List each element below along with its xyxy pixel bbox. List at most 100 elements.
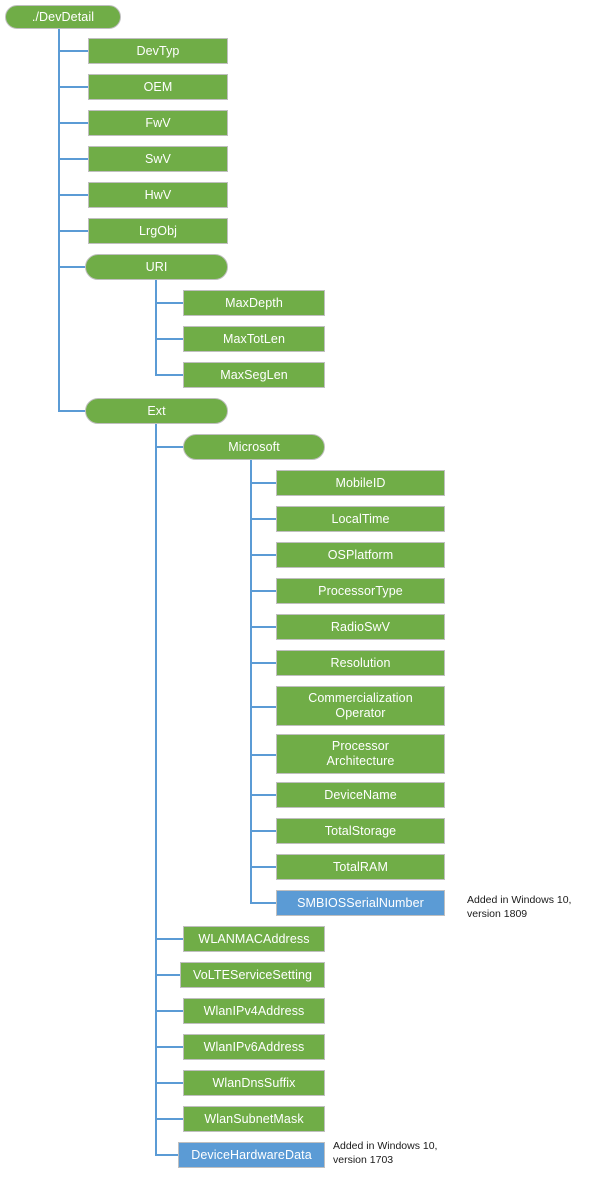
connector-line [250, 482, 277, 484]
connector-line [58, 50, 88, 52]
node-label: Microsoft [228, 439, 280, 454]
connector-line [250, 460, 252, 903]
node-label: RadioSwV [330, 619, 391, 634]
connector-line [58, 86, 88, 88]
node-label: WLANMACAddress [198, 931, 310, 946]
tree-node-maxseglen[interactable]: MaxSegLen [183, 362, 325, 388]
connector-line [155, 1046, 184, 1048]
tree-node-radioswv[interactable]: RadioSwV [276, 614, 445, 640]
connector-line [155, 938, 184, 940]
node-label: DeviceName [324, 787, 397, 802]
tree-node-wlanmacaddress[interactable]: WLANMACAddress [183, 926, 325, 952]
node-label: HwV [144, 187, 172, 202]
node-label: DeviceHardwareData [191, 1147, 312, 1162]
tree-node-osplatform[interactable]: OSPlatform [276, 542, 445, 568]
connector-line [58, 122, 88, 124]
connector-line [250, 518, 277, 520]
tree-node-wlanipv6address[interactable]: WlanIPv6Address [183, 1034, 325, 1060]
tree-node-mobileid[interactable]: MobileID [276, 470, 445, 496]
connector-line [155, 1082, 184, 1084]
node-label: WlanIPv4Address [203, 1003, 305, 1018]
connector-line [155, 374, 184, 376]
connector-line [250, 590, 277, 592]
node-label: Processor Architecture [326, 739, 395, 768]
tree-node-smbiosserialnumber[interactable]: SMBIOSSerialNumber [276, 890, 445, 916]
node-label: URI [145, 259, 168, 274]
annotation-devicehardwaredata: Added in Windows 10, version 1703 [333, 1140, 438, 1167]
node-label: OSPlatform [327, 547, 394, 562]
node-label: SMBIOSSerialNumber [297, 895, 424, 910]
tree-node-lrgobj[interactable]: LrgObj [88, 218, 228, 244]
connector-line [155, 338, 184, 340]
tree-node-wlansubnetmask[interactable]: WlanSubnetMask [183, 1106, 325, 1132]
tree-node-volteservicesetting[interactable]: VoLTEServiceSetting [180, 962, 325, 988]
connector-line [155, 1154, 179, 1156]
tree-node-ext[interactable]: Ext [85, 398, 228, 424]
connector-line [155, 1010, 184, 1012]
connector-line [58, 266, 86, 268]
node-label: MaxDepth [225, 295, 283, 310]
connector-line [250, 706, 277, 708]
connector-line [250, 754, 277, 756]
tree-node-wlanipv4address[interactable]: WlanIPv4Address [183, 998, 325, 1024]
connector-line [58, 410, 86, 412]
tree-node-commercialization-operator[interactable]: Commercialization Operator [276, 686, 445, 726]
node-label: SwV [144, 151, 171, 166]
tree-node-totalstorage[interactable]: TotalStorage [276, 818, 445, 844]
connector-line [155, 280, 157, 375]
tree-node-wlandnssuffix[interactable]: WlanDnsSuffix [183, 1070, 325, 1096]
node-label: MobileID [335, 475, 386, 490]
tree-node-devtyp[interactable]: DevTyp [88, 38, 228, 64]
node-label: FwV [145, 115, 171, 130]
connector-line [250, 626, 277, 628]
connector-line [250, 902, 277, 904]
tree-node-swv[interactable]: SwV [88, 146, 228, 172]
connector-line [250, 830, 277, 832]
tree-node-fwv[interactable]: FwV [88, 110, 228, 136]
connector-line [155, 1118, 184, 1120]
tree-node-hwv[interactable]: HwV [88, 182, 228, 208]
connector-line [250, 866, 277, 868]
connector-line [250, 794, 277, 796]
connector-line [155, 302, 184, 304]
node-label: TotalRAM [333, 859, 388, 874]
node-label: ProcessorType [318, 583, 403, 598]
root-node-devdetail[interactable]: ./DevDetail [5, 5, 121, 29]
tree-node-maxtotlen[interactable]: MaxTotLen [183, 326, 325, 352]
node-label: ./DevDetail [31, 9, 95, 24]
connector-line [58, 29, 60, 411]
connector-line [155, 424, 157, 1155]
node-label: WlanSubnetMask [204, 1111, 304, 1126]
tree-node-processor-architecture[interactable]: Processor Architecture [276, 734, 445, 774]
tree-node-microsoft[interactable]: Microsoft [183, 434, 325, 460]
tree-node-maxdepth[interactable]: MaxDepth [183, 290, 325, 316]
connector-line [155, 446, 184, 448]
tree-node-totalram[interactable]: TotalRAM [276, 854, 445, 880]
node-label: Commercialization Operator [308, 691, 413, 720]
connector-line [58, 158, 88, 160]
node-label: LocalTime [331, 511, 390, 526]
node-label: MaxTotLen [222, 331, 286, 346]
node-label: WlanIPv6Address [203, 1039, 305, 1054]
annotation-smbiosserialnumber: Added in Windows 10, version 1809 [467, 894, 572, 921]
connector-line [155, 974, 181, 976]
node-label: WlanDnsSuffix [212, 1075, 296, 1090]
tree-node-localtime[interactable]: LocalTime [276, 506, 445, 532]
node-label: Ext [147, 403, 166, 418]
node-label: OEM [143, 79, 173, 94]
node-label: Resolution [330, 655, 391, 670]
node-label: DevTyp [136, 43, 180, 58]
node-label: VoLTEServiceSetting [192, 967, 313, 982]
connector-line [58, 230, 88, 232]
tree-node-resolution[interactable]: Resolution [276, 650, 445, 676]
node-label: TotalStorage [324, 823, 397, 838]
connector-line [250, 554, 277, 556]
tree-node-uri[interactable]: URI [85, 254, 228, 280]
connector-line [250, 662, 277, 664]
tree-node-processortype[interactable]: ProcessorType [276, 578, 445, 604]
tree-node-devicehardwaredata[interactable]: DeviceHardwareData [178, 1142, 325, 1168]
connector-line [58, 194, 88, 196]
node-label: MaxSegLen [220, 367, 288, 382]
tree-node-devicename[interactable]: DeviceName [276, 782, 445, 808]
tree-node-oem[interactable]: OEM [88, 74, 228, 100]
